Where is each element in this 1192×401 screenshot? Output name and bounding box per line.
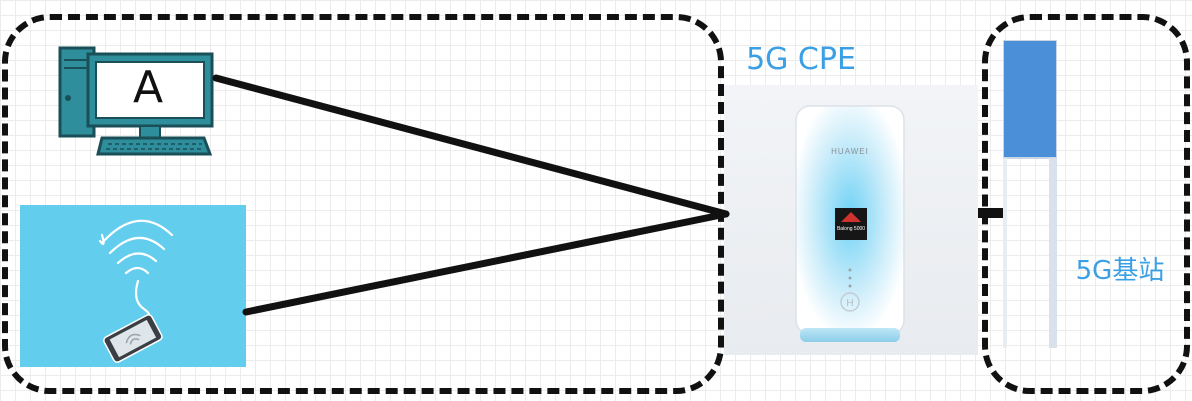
router-icon: H — [795, 105, 905, 342]
cell-tower-icon — [1003, 40, 1057, 348]
desktop-computer-icon — [58, 46, 214, 156]
smartphone-wifi-icon — [98, 219, 174, 363]
cpe-brand-label: HUAWEI — [831, 147, 869, 156]
base-station-label: 5G基站 — [1075, 256, 1165, 286]
base-station-group-boundary — [982, 14, 1190, 394]
computer-label: A — [132, 62, 164, 113]
cpe-title: 5G CPE — [746, 42, 856, 77]
phone-panel — [20, 205, 246, 367]
cpe-chip-label: Balong 5000 — [836, 226, 866, 232]
svg-text:H: H — [846, 298, 853, 309]
cpe-to-base-station-link — [978, 208, 1004, 218]
